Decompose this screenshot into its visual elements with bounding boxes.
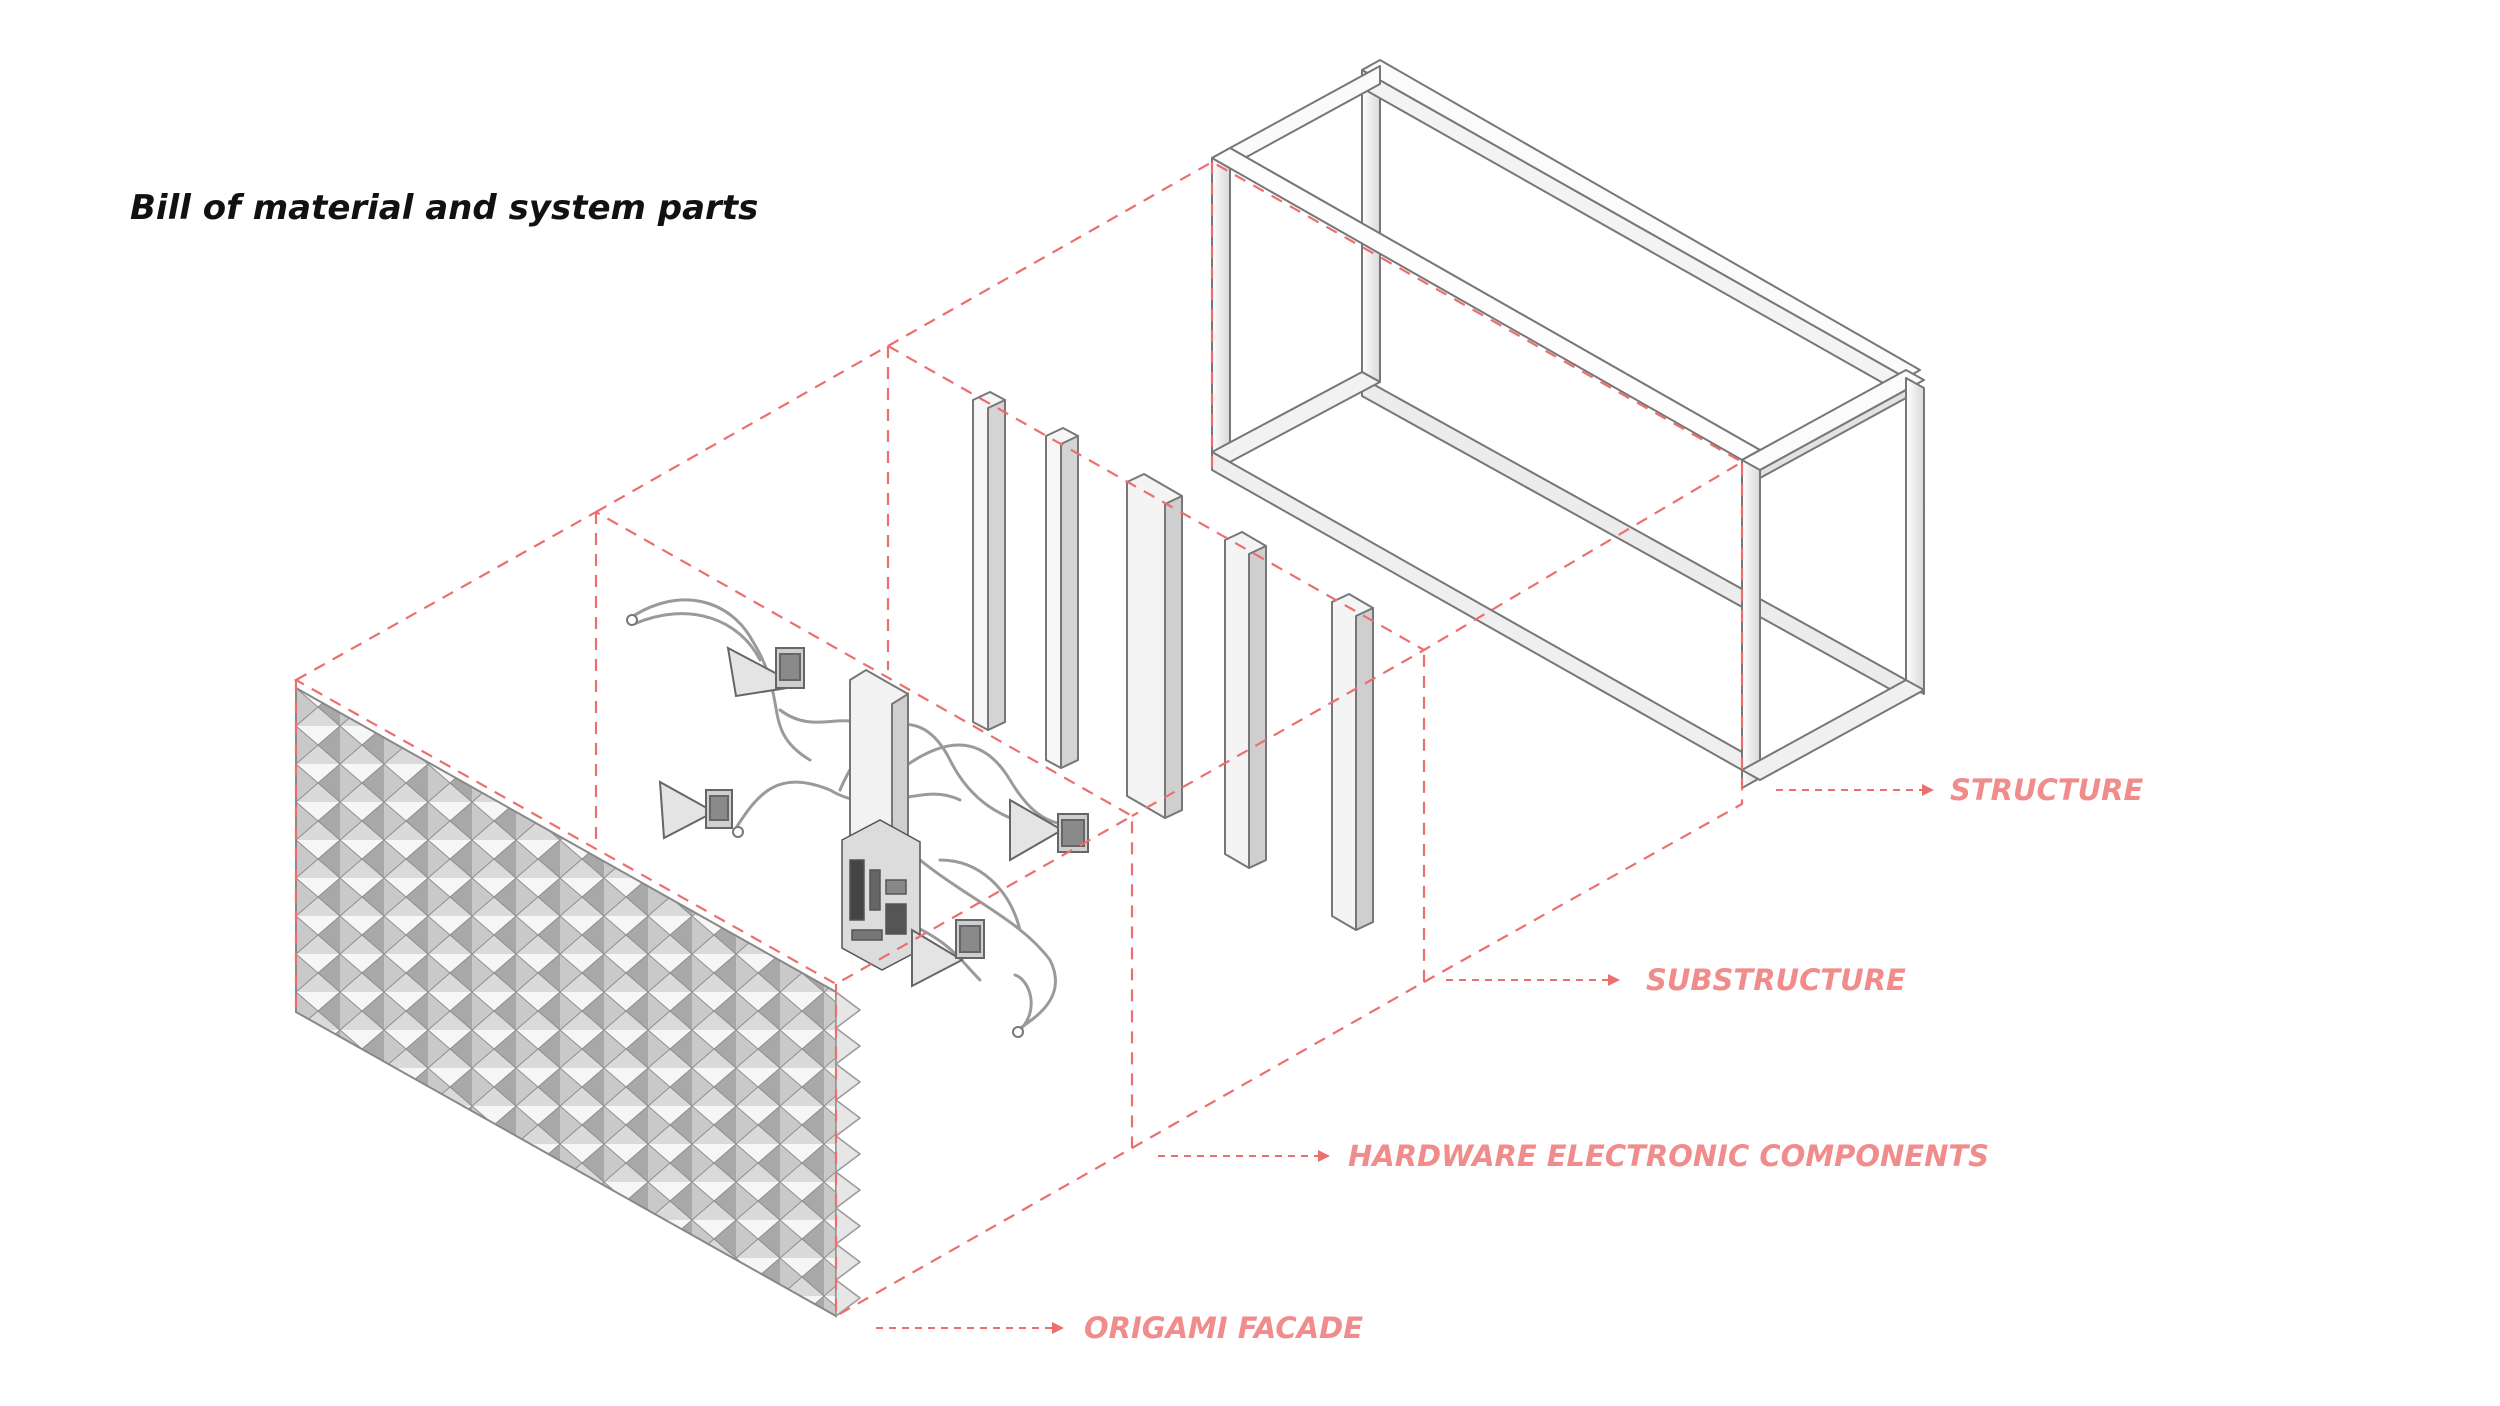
servo-unit xyxy=(726,646,805,698)
arrow-right-icon xyxy=(1318,1150,1330,1162)
arrow-right-icon xyxy=(1922,784,1934,796)
label-leaders xyxy=(876,789,1922,1329)
arrow-right-icon xyxy=(1052,1322,1064,1334)
label-structure: STRUCTURE xyxy=(1950,773,2143,807)
substructure-member xyxy=(1045,427,1079,769)
servo-unit xyxy=(658,780,733,840)
label-origami-facade: ORIGAMI FACADE xyxy=(1084,1311,1363,1345)
servo-unit xyxy=(1009,798,1089,862)
substructure-member xyxy=(1126,473,1183,819)
substructure-member xyxy=(1224,531,1267,869)
label-hardware-electronic-components: HARDWARE ELECTRONIC COMPONENTS xyxy=(1348,1139,1989,1173)
arrow-right-icon xyxy=(1608,974,1620,986)
hardware-components xyxy=(626,598,1089,1038)
explosion-guide-lines xyxy=(293,160,1745,1318)
microcontroller-board xyxy=(841,819,921,971)
servo-unit xyxy=(911,919,985,988)
structure-frame xyxy=(1211,59,1925,789)
substructure-member xyxy=(1331,593,1374,931)
substructure-members xyxy=(972,391,1374,931)
arrowheads xyxy=(1052,784,1934,1334)
label-substructure: SUBSTRUCTURE xyxy=(1646,963,1906,997)
substructure-member xyxy=(972,391,1006,731)
diagram-title: Bill of material and system parts xyxy=(130,188,759,228)
origami-facade xyxy=(295,686,862,1318)
